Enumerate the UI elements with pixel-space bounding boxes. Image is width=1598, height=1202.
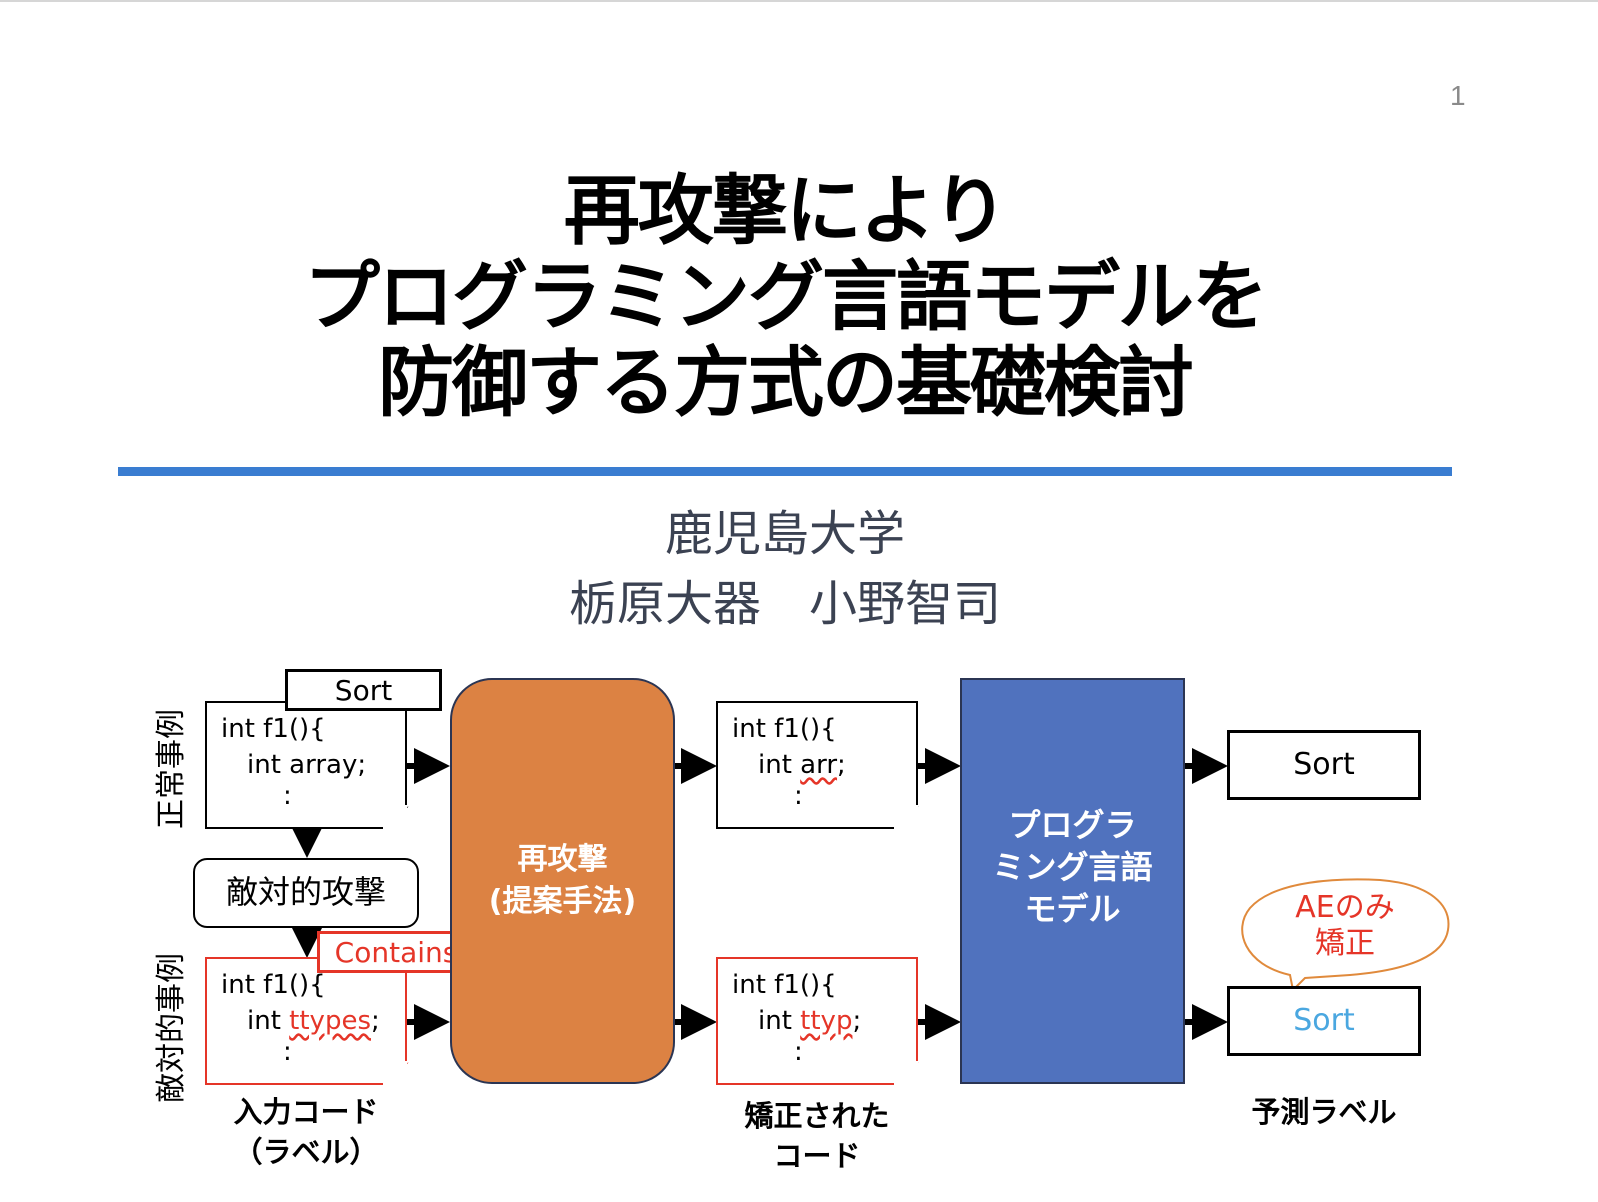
caption-corrected-line-1: 矯正された bbox=[744, 1099, 890, 1133]
title-divider bbox=[118, 467, 1452, 476]
reattack-title: 再攻撃 bbox=[517, 842, 608, 877]
doc-fold bbox=[383, 805, 407, 829]
affiliation: 鹿児島大学 bbox=[664, 506, 905, 562]
code-line-3: : bbox=[794, 1037, 803, 1067]
caption-prediction-label: 予測ラベル bbox=[1251, 1095, 1397, 1129]
model-label-line-2: ミング言語 bbox=[992, 848, 1153, 886]
caption-corrected-line-2: コード bbox=[773, 1139, 861, 1173]
page-number: 1 bbox=[1450, 80, 1466, 111]
adversarial-attack-step: 敵対的攻撃 bbox=[193, 858, 419, 928]
code-line-2: int ttyp; bbox=[732, 1003, 916, 1039]
code-semicolon: ; bbox=[837, 750, 846, 780]
code-identifier-perturbed: ttypes bbox=[289, 1006, 371, 1036]
doc-fold bbox=[894, 1061, 918, 1085]
model-label-line-1: プログラ bbox=[1008, 806, 1137, 844]
code-keyword: int bbox=[247, 1006, 290, 1036]
caption-input-line-1: 入力コード bbox=[233, 1095, 379, 1129]
speech-bubble: AEのみ 矯正 bbox=[1250, 890, 1440, 962]
code-semicolon: ; bbox=[852, 1006, 862, 1036]
code-line-1: int f1(){ bbox=[221, 714, 326, 744]
programming-language-model-block: プログラ ミング言語 モデル bbox=[960, 678, 1185, 1084]
model-label-line-3: モデル bbox=[1024, 890, 1121, 928]
bubble-line-2: 矯正 bbox=[1315, 926, 1375, 961]
prediction-normal: Sort bbox=[1227, 730, 1421, 800]
top-border bbox=[0, 0, 1598, 2]
caption-input-code: 入力コード （ラベル） bbox=[205, 1092, 407, 1172]
code-identifier: arr bbox=[800, 750, 838, 780]
code-line-3: : bbox=[283, 781, 292, 811]
bubble-line-1: AEのみ bbox=[1295, 890, 1395, 925]
input-code-adversarial: int f1(){ int ttypes; : bbox=[205, 957, 407, 1085]
code-identifier-corrected: ttyp bbox=[800, 1006, 853, 1036]
code-semicolon: ; bbox=[357, 750, 367, 780]
speech-bubble-outline bbox=[1241, 878, 1450, 993]
title-line-3: 防御する方式の基礎検討 bbox=[378, 338, 1194, 427]
title-line-1: 再攻撃により bbox=[563, 166, 1008, 255]
code-line-1: int f1(){ bbox=[221, 970, 326, 1000]
code-identifier: array bbox=[289, 750, 358, 780]
caption-corrected-code: 矯正された コード bbox=[716, 1096, 918, 1176]
row-label-normal: 正常事例 bbox=[154, 709, 189, 829]
code-line-3: : bbox=[794, 781, 803, 811]
doc-fold bbox=[894, 805, 918, 829]
label-sort-normal: Sort bbox=[285, 669, 442, 711]
title-line-2: プログラミング言語モデルを bbox=[304, 252, 1268, 341]
code-keyword: int bbox=[758, 750, 801, 780]
code-line-2: int array; bbox=[221, 747, 405, 783]
input-code-normal: int f1(){ int array; : bbox=[205, 701, 407, 829]
code-line-1: int f1(){ bbox=[732, 970, 837, 1000]
code-line-1: int f1(){ bbox=[732, 714, 837, 744]
code-keyword: int bbox=[758, 1006, 801, 1036]
code-line-2: int arr; bbox=[732, 747, 916, 783]
row-label-adversarial: 敵対的事例 bbox=[154, 953, 189, 1103]
corrected-code-normal: int f1(){ int arr; : bbox=[716, 701, 918, 829]
reattack-block: 再攻撃 (提案手法) bbox=[450, 678, 675, 1084]
authors: 栃原大器 小野智司 bbox=[568, 576, 1001, 632]
slide-title: 再攻撃により プログラミング言語モデルを 防御する方式の基礎検討 bbox=[118, 168, 1452, 426]
caption-input-line-2: （ラベル） bbox=[233, 1135, 379, 1169]
doc-fold bbox=[383, 1061, 407, 1085]
reattack-subtitle: (提案手法) bbox=[488, 884, 637, 919]
code-line-3: : bbox=[283, 1037, 292, 1067]
corrected-code-adversarial: int f1(){ int ttyp; : bbox=[716, 957, 918, 1085]
prediction-adversarial: Sort bbox=[1227, 986, 1421, 1056]
code-line-2: int ttypes; bbox=[221, 1003, 405, 1039]
code-keyword: int bbox=[247, 750, 290, 780]
code-semicolon: ; bbox=[371, 1006, 380, 1036]
